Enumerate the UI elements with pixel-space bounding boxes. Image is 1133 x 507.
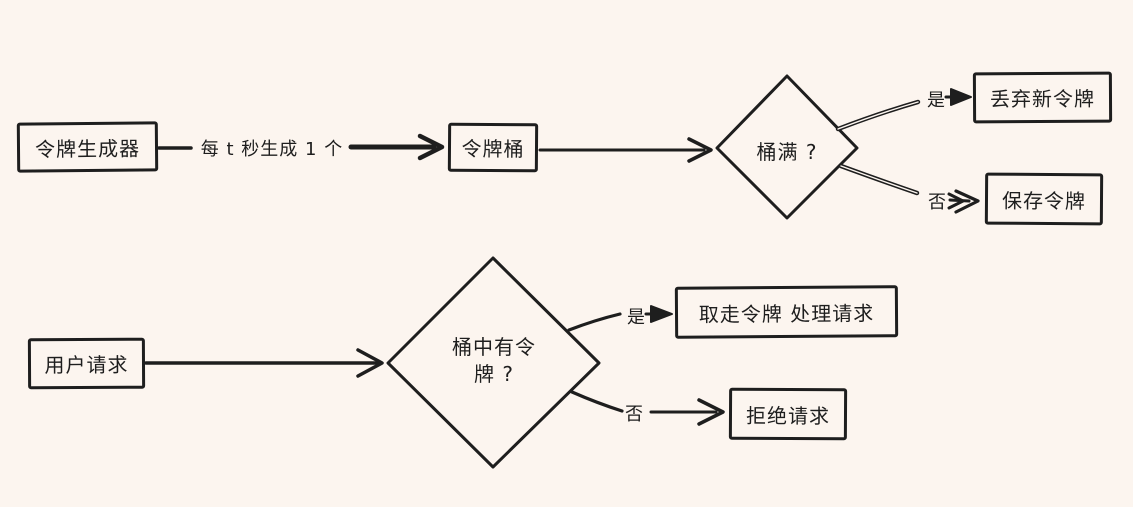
no-branch-label-top: 否 (928, 192, 947, 213)
user-request-node: 用户请求 (27, 337, 146, 390)
bucket-node-label: 令牌桶 (461, 136, 525, 162)
arrowhead-rate-to-bucket (417, 133, 445, 161)
reject-request-node: 拒绝请求 (728, 387, 848, 441)
arrowhead-no-top-outer (954, 189, 980, 214)
reject-request-node-label: 拒绝请求 (745, 403, 831, 428)
arrowhead-yes-top (950, 88, 972, 106)
process-request-node: 取走令牌 处理请求 (674, 285, 899, 339)
tokens-available-decision-label: 桶中有令牌 ? (452, 335, 536, 386)
arrowhead-request-to-decision (356, 348, 384, 378)
yes-branch-label-top: 是 (927, 90, 946, 111)
arrowhead-yes-bottom (650, 305, 673, 323)
decision-diamond-bucket-full (715, 74, 859, 220)
connector-decision-no-top-stripe (840, 165, 918, 194)
no-branch-label-bottom: 否 (625, 404, 644, 425)
arrowhead-bucket-to-decision (687, 137, 713, 163)
generator-node: 令牌生成器 (16, 121, 159, 173)
process-request-node-label: 取走令牌 处理请求 (698, 300, 875, 327)
connector-decision-yes-top-stripe (837, 101, 919, 130)
generator-node-label: 令牌生成器 (34, 136, 141, 161)
discard-token-node: 丢弃新令牌 (972, 71, 1113, 124)
save-token-node: 保存令牌 (984, 172, 1104, 226)
bucket-full-decision-label: 桶满 ? (756, 140, 818, 164)
rate-annotation: 每 t 秒生成 1 个 (200, 139, 344, 160)
connector-decision-no-bottom (570, 390, 624, 413)
connector-decision-yes-bottom (567, 312, 622, 332)
save-token-node-label: 保存令牌 (1001, 188, 1087, 213)
discard-token-node-label: 丢弃新令牌 (989, 86, 1096, 112)
arrowhead-no-bottom (697, 398, 725, 426)
arrowhead-no-top-inner (947, 192, 965, 210)
yes-branch-label-bottom: 是 (627, 307, 646, 328)
bucket-node: 令牌桶 (447, 122, 539, 173)
user-request-node-label: 用户请求 (44, 352, 129, 378)
decision-diamond-tokens-available (386, 256, 601, 469)
